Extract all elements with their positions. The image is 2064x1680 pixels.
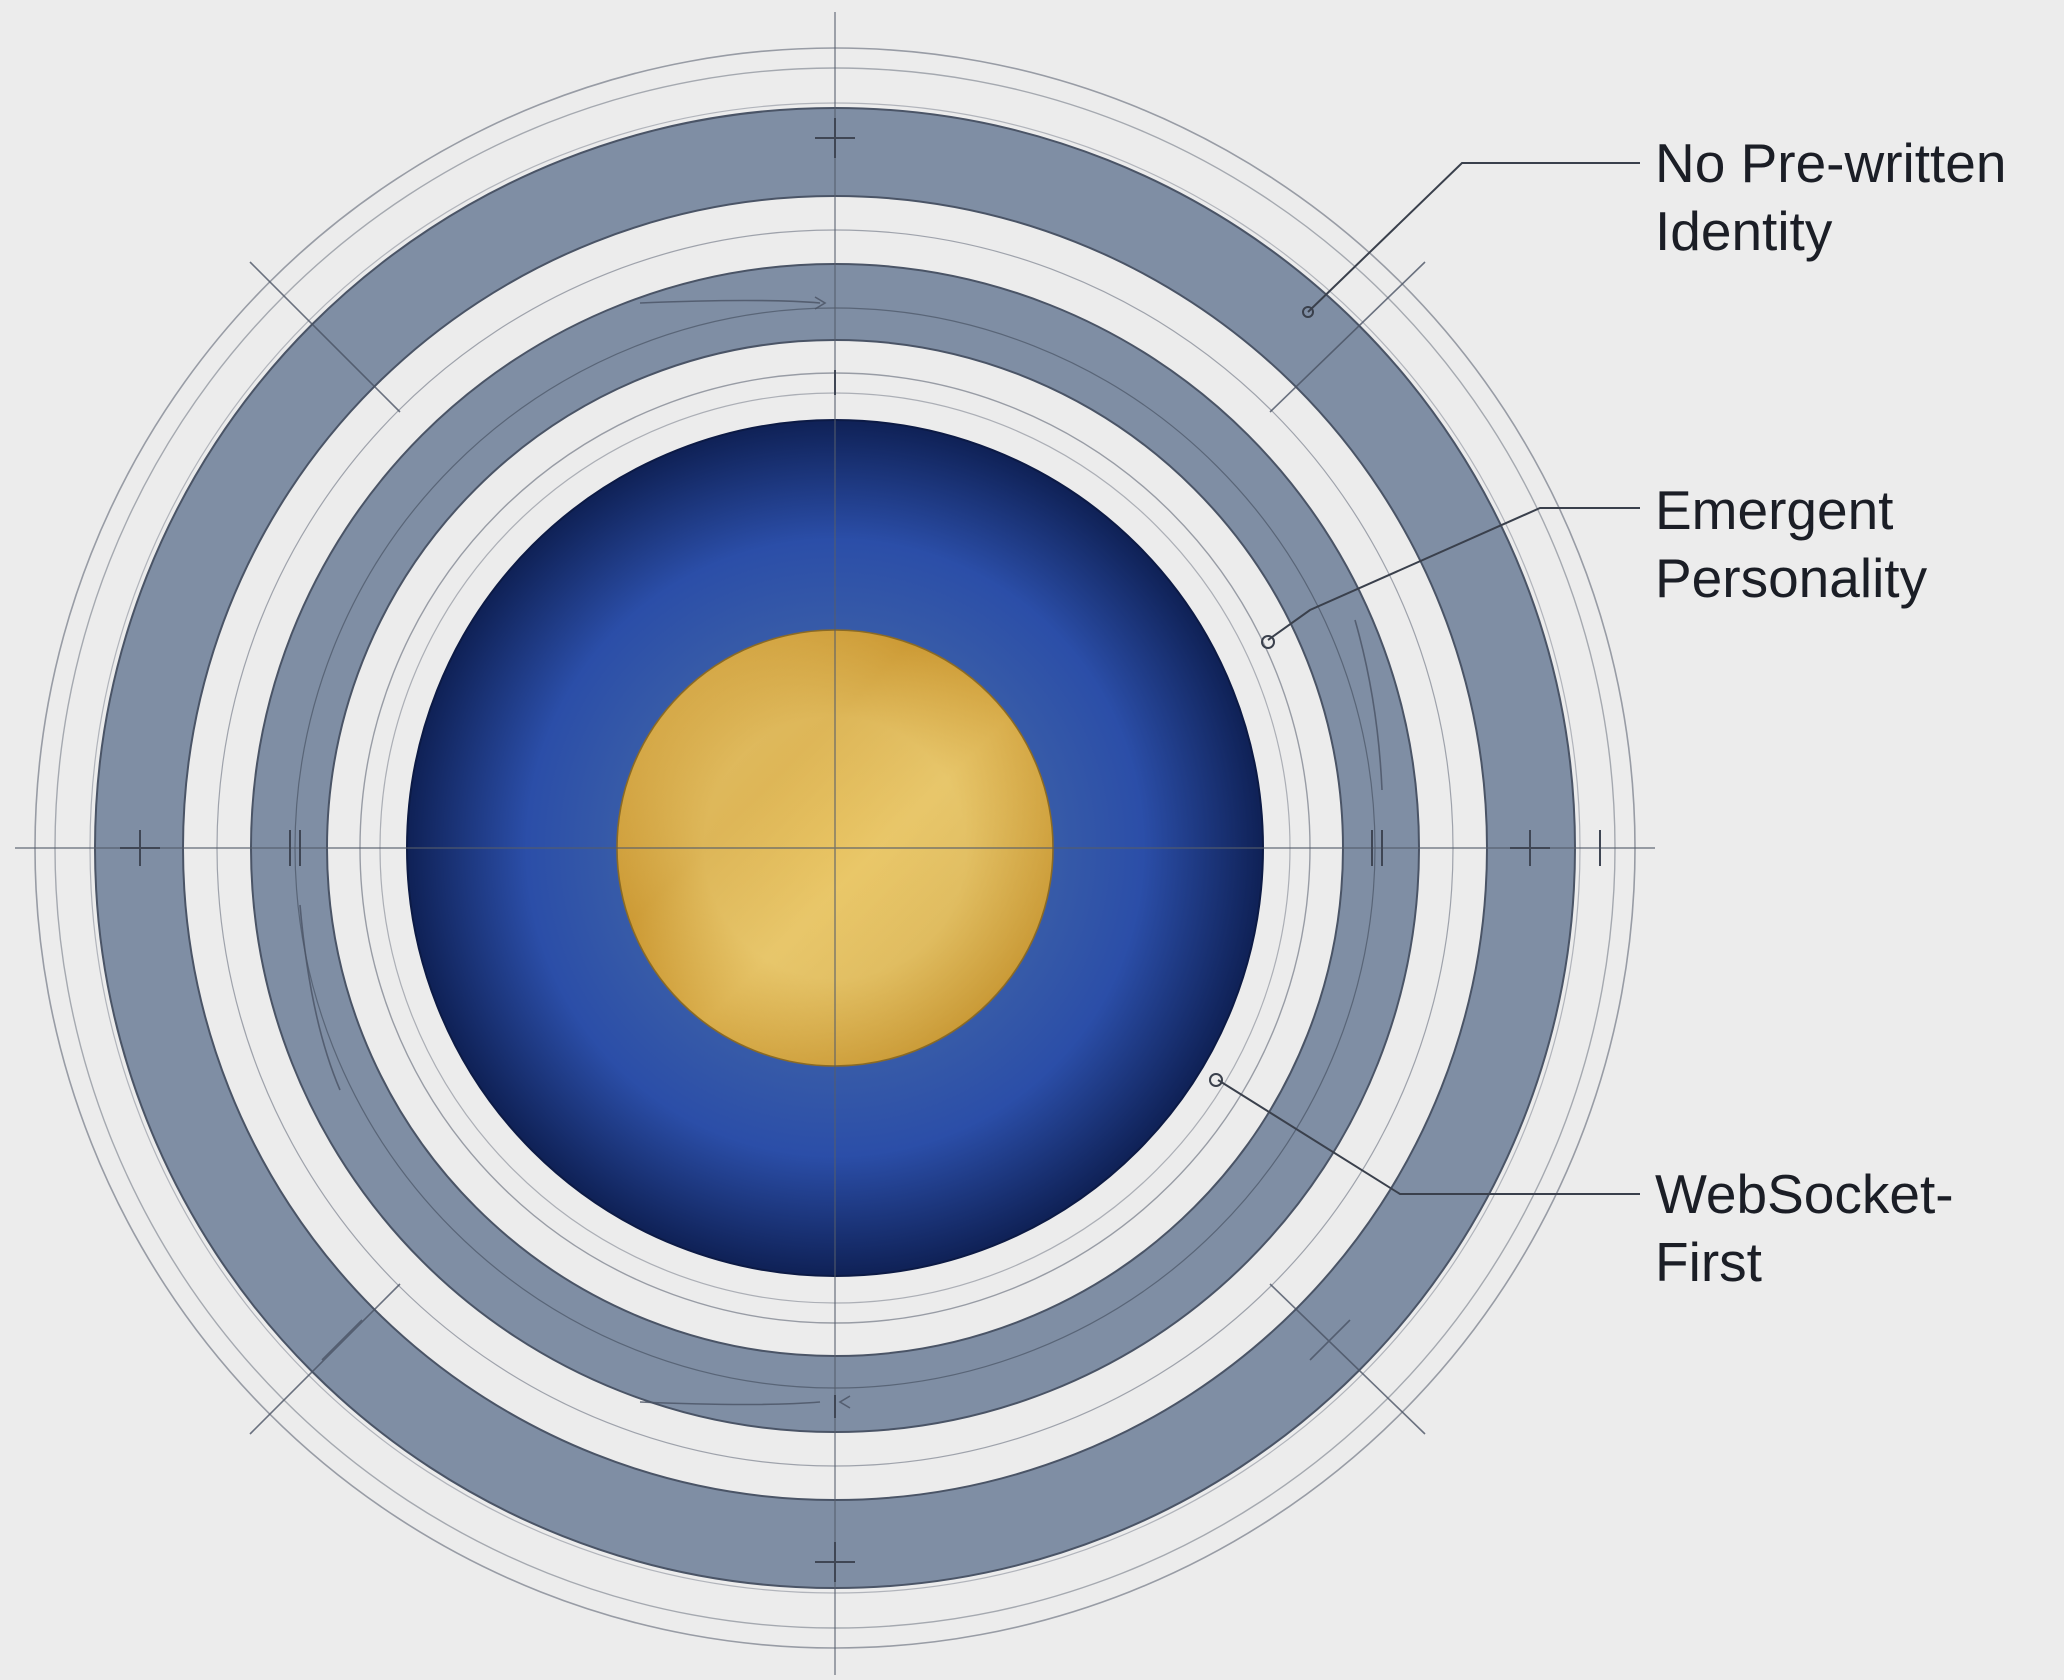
callout-label-websocket: WebSocket- First xyxy=(1655,1160,1954,1296)
leader-identity-anchor xyxy=(1302,306,1314,318)
arc-arrowhead-top xyxy=(814,296,827,310)
diag-br-cross xyxy=(1309,1319,1351,1361)
callout-label-personality: Emergent Personality xyxy=(1655,476,1927,612)
diagonal-construction xyxy=(249,261,1426,1435)
diag-bottom-left xyxy=(249,1283,401,1435)
callout-personality-line2: Personality xyxy=(1655,547,1928,609)
diag-top-left xyxy=(249,261,401,413)
arc-arrow-right xyxy=(1354,619,1383,791)
leader-identity xyxy=(1307,162,1640,313)
callout-websocket-line1: WebSocket- xyxy=(1655,1163,1954,1225)
callout-identity-line1: No Pre-written xyxy=(1655,132,2007,194)
callout-identity-line2: Identity xyxy=(1655,200,1833,262)
diag-top-right xyxy=(1269,261,1426,413)
arc-arrow-top xyxy=(639,299,821,304)
arc-arrowhead-bottom xyxy=(838,1395,851,1409)
arc-arrow-left xyxy=(299,904,341,1091)
leader-personality xyxy=(1267,507,1640,641)
leader-personality-anchor xyxy=(1261,635,1275,649)
leader-websocket xyxy=(1217,1079,1640,1195)
diag-bottom-right xyxy=(1269,1283,1426,1435)
arc-arrow-bottom xyxy=(639,1401,821,1406)
callout-label-identity: No Pre-written Identity xyxy=(1655,129,2006,265)
callout-leaders xyxy=(1209,162,1640,1195)
leader-websocket-anchor xyxy=(1209,1073,1223,1087)
tick-marks xyxy=(120,118,1601,1582)
arc-arrows xyxy=(299,296,1383,1409)
diag-bl-cross xyxy=(321,1319,363,1361)
callout-personality-line1: Emergent xyxy=(1655,479,1894,541)
callout-websocket-line2: First xyxy=(1655,1231,1762,1293)
